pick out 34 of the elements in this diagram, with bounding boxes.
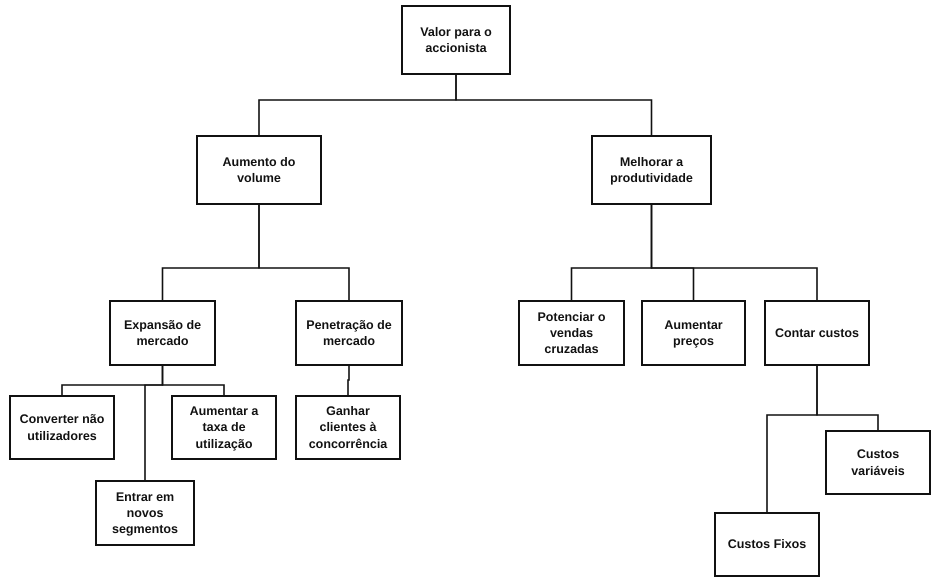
process-box — [518, 300, 625, 366]
process-box — [591, 135, 712, 205]
process-box — [295, 300, 403, 366]
box-label: Contar custos — [774, 324, 860, 342]
process-box — [714, 512, 820, 577]
process-box — [109, 300, 216, 366]
box-label: Custos Fixos — [728, 536, 806, 553]
box-label: Expansão de mercado — [122, 316, 202, 350]
box-label: Aumentar preços — [663, 316, 724, 350]
connector-line — [258, 205, 350, 300]
box-label: Penetração de mercado — [305, 316, 393, 350]
process-box — [196, 135, 322, 205]
box-label: Valor para o accionista — [419, 24, 493, 56]
process-box — [825, 430, 931, 495]
box-label: Converter não utilizadores — [19, 411, 105, 444]
process-box — [295, 395, 401, 460]
connector-line — [650, 205, 818, 300]
connector-line — [162, 366, 225, 395]
box-label: Aumentar a taxa de utilização — [188, 403, 260, 452]
connector-line — [766, 366, 818, 512]
process-box — [171, 395, 277, 460]
process-box — [9, 395, 115, 460]
connector-line — [455, 75, 652, 135]
box-label: Ganhar clientes à concorrência — [308, 403, 388, 452]
box-label: Entrar em novos segmentos — [111, 488, 179, 538]
box-label: Custos variáveis — [850, 446, 906, 479]
box-label: Melhorar a produtividade — [609, 154, 694, 186]
connector-line — [347, 366, 350, 395]
process-box — [764, 300, 870, 366]
box-label: Potenciar o vendas cruzadas — [536, 308, 607, 358]
process-box — [401, 5, 511, 75]
process-box — [95, 480, 195, 546]
process-box — [641, 300, 746, 366]
box-label: Aumento do volume — [222, 154, 296, 186]
